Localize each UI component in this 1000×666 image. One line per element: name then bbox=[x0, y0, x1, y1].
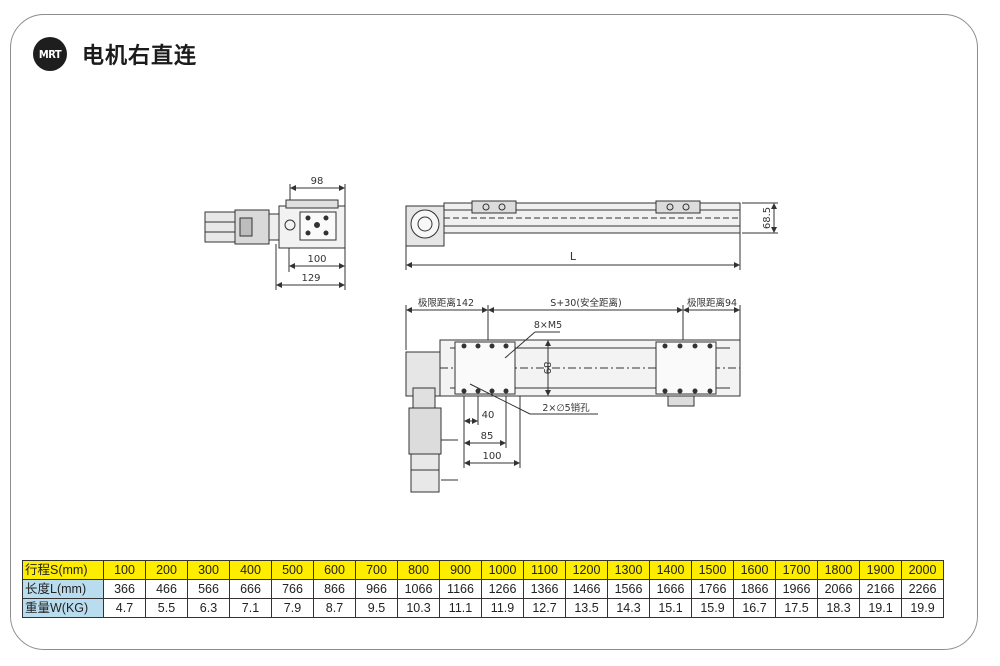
dim-100-top: 100 bbox=[482, 451, 501, 462]
page-frame bbox=[10, 14, 978, 650]
label-screws: 8×M5 bbox=[534, 320, 562, 331]
table-cell: 6.3 bbox=[187, 598, 230, 618]
table-cell: 100 bbox=[103, 560, 146, 580]
table-cell: 1700 bbox=[775, 560, 818, 580]
row-header: 行程S(mm) bbox=[22, 560, 104, 580]
table-cell: 1800 bbox=[817, 560, 860, 580]
table-cell: 4.7 bbox=[103, 598, 146, 618]
dim-100-side: 100 bbox=[307, 254, 326, 265]
table-cell: 19.9 bbox=[901, 598, 944, 618]
table-cell: 766 bbox=[271, 579, 314, 599]
table-cell: 1666 bbox=[649, 579, 692, 599]
brand-logo: MRT bbox=[33, 37, 67, 71]
row-header: 长度L(mm) bbox=[22, 579, 104, 599]
table-cell: 1966 bbox=[775, 579, 818, 599]
table-cell: 1200 bbox=[565, 560, 608, 580]
table-cell: 7.1 bbox=[229, 598, 272, 618]
table-cell: 15.1 bbox=[649, 598, 692, 618]
table-cell: 9.5 bbox=[355, 598, 398, 618]
table-cell: 2166 bbox=[859, 579, 902, 599]
table-cell: 600 bbox=[313, 560, 356, 580]
front-view bbox=[405, 200, 778, 270]
table-cell: 400 bbox=[229, 560, 272, 580]
table-cell: 1266 bbox=[481, 579, 524, 599]
table-cell: 200 bbox=[145, 560, 188, 580]
label-left-limit: 极限距离142 bbox=[418, 297, 474, 309]
table-cell: 1500 bbox=[691, 560, 734, 580]
table-cell: 866 bbox=[313, 579, 356, 599]
dim-68-5: 68.5 bbox=[762, 207, 773, 229]
table-cell: 18.3 bbox=[817, 598, 860, 618]
table-cell: 10.3 bbox=[397, 598, 440, 618]
dim-98: 98 bbox=[311, 176, 324, 187]
table-cell: 8.7 bbox=[313, 598, 356, 618]
label-pins: 2×∅5销孔 bbox=[542, 402, 590, 414]
label-stroke: S+30(安全距离) bbox=[550, 297, 622, 309]
table-cell: 466 bbox=[145, 579, 188, 599]
page-title: 电机右直连 bbox=[82, 44, 198, 69]
table-cell: 1466 bbox=[565, 579, 608, 599]
label-right-limit: 极限距离94 bbox=[687, 297, 737, 309]
table-cell: 2000 bbox=[901, 560, 944, 580]
table-cell: 1300 bbox=[607, 560, 650, 580]
table-cell: 1600 bbox=[733, 560, 776, 580]
table-cell: 19.1 bbox=[859, 598, 902, 618]
table-cell: 1166 bbox=[439, 579, 482, 599]
table-cell: 1066 bbox=[397, 579, 440, 599]
dim-length-l: L bbox=[570, 250, 577, 263]
table-cell: 7.9 bbox=[271, 598, 314, 618]
table-cell: 2066 bbox=[817, 579, 860, 599]
table-cell: 2266 bbox=[901, 579, 944, 599]
table-cell: 566 bbox=[187, 579, 230, 599]
table-cell: 5.5 bbox=[145, 598, 188, 618]
table-cell: 1400 bbox=[649, 560, 692, 580]
top-view bbox=[405, 305, 741, 493]
table-cell: 700 bbox=[355, 560, 398, 580]
table-cell: 15.9 bbox=[691, 598, 734, 618]
side-view bbox=[204, 184, 346, 290]
table-cell: 11.1 bbox=[439, 598, 482, 618]
table-cell: 800 bbox=[397, 560, 440, 580]
table-cell: 1566 bbox=[607, 579, 650, 599]
table-cell: 17.5 bbox=[775, 598, 818, 618]
table-cell: 1366 bbox=[523, 579, 566, 599]
table-cell: 1766 bbox=[691, 579, 734, 599]
table-cell: 1866 bbox=[733, 579, 776, 599]
table-cell: 966 bbox=[355, 579, 398, 599]
table-cell: 16.7 bbox=[733, 598, 776, 618]
table-cell: 500 bbox=[271, 560, 314, 580]
table-cell: 14.3 bbox=[607, 598, 650, 618]
dim-40: 40 bbox=[482, 410, 495, 421]
table-cell: 1100 bbox=[523, 560, 566, 580]
dim-89: 89 bbox=[541, 362, 552, 375]
table-cell: 12.7 bbox=[523, 598, 566, 618]
table-cell: 300 bbox=[187, 560, 230, 580]
table-cell: 1900 bbox=[859, 560, 902, 580]
table-cell: 13.5 bbox=[565, 598, 608, 618]
table-cell: 666 bbox=[229, 579, 272, 599]
table-cell: 366 bbox=[103, 579, 146, 599]
row-header: 重量W(KG) bbox=[22, 598, 104, 618]
dim-129: 129 bbox=[301, 273, 320, 284]
table-cell: 11.9 bbox=[481, 598, 524, 618]
table-cell: 1000 bbox=[481, 560, 524, 580]
table-cell: 900 bbox=[439, 560, 482, 580]
dim-85: 85 bbox=[481, 431, 494, 442]
